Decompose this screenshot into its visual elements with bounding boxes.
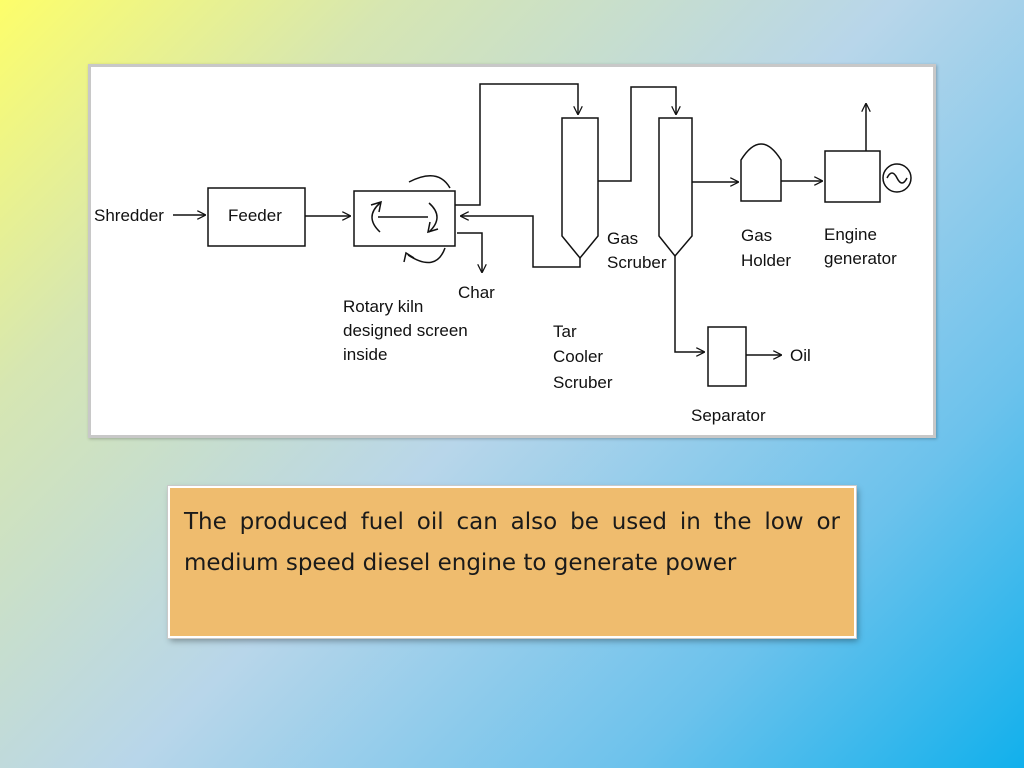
tar-cooler-scrubber-column [658,117,693,258]
kiln-label-line-1: Rotary kiln [343,297,423,316]
process-diagram: Shredder Feeder Rotary kiln designed scr… [88,64,936,438]
shredder-label: Shredder [94,206,164,225]
gas-holder-label-line-2: Holder [741,251,791,270]
gas-holder-label-line-1: Gas [741,226,772,245]
feeder-box [207,187,306,247]
oil-label: Oil [790,346,811,365]
tar-label-line-1: Tar [553,322,577,341]
gas-holder-vessel [740,143,782,202]
process-flow-svg: Shredder Feeder Rotary kiln designed scr… [94,83,912,425]
char-output-arrow [457,232,482,272]
tar-label-line-2: Cooler [553,347,603,366]
rotation-arc-top [408,175,451,189]
note-text: The produced fuel oil can also be used i… [184,509,840,576]
gas-scrubber-column [561,117,599,260]
separator-label: Separator [691,406,766,425]
separator-box [707,326,747,387]
generator-ac-icon [882,163,912,193]
rotary-kiln-box [353,190,456,247]
rotation-arrowhead-bottom [403,251,415,263]
kiln-label-line-3: inside [343,345,387,364]
engine-label-line-1: Engine [824,225,877,244]
char-label: Char [458,283,495,302]
feeder-label: Feeder [228,206,282,225]
engine-generator-box [824,150,881,203]
note-callout: The produced fuel oil can also be used i… [168,486,856,638]
gas-scrubber-label-line-2: Scruber [607,253,667,272]
tar-label-line-3: Scruber [553,373,613,392]
kiln-inner-arc-right [428,202,438,233]
kiln-to-gas-scrubber-arrow [455,83,578,206]
engine-label-line-2: generator [824,249,897,268]
kiln-inner-arrowhead-left [370,200,382,213]
recycle-to-kiln-arrow [461,216,581,268]
tar-to-separator-arrow [674,256,704,352]
ac-sine-wave [886,172,908,184]
kiln-label-line-2: designed screen [343,321,468,340]
kiln-inner-arc-left [371,202,381,233]
kiln-inner-arrowhead-right [427,221,439,234]
gas-scrubber-label-line-1: Gas [607,229,638,248]
rotation-arc-bottom [407,247,446,264]
gas-to-tar-scrubber-arrow [598,86,676,182]
